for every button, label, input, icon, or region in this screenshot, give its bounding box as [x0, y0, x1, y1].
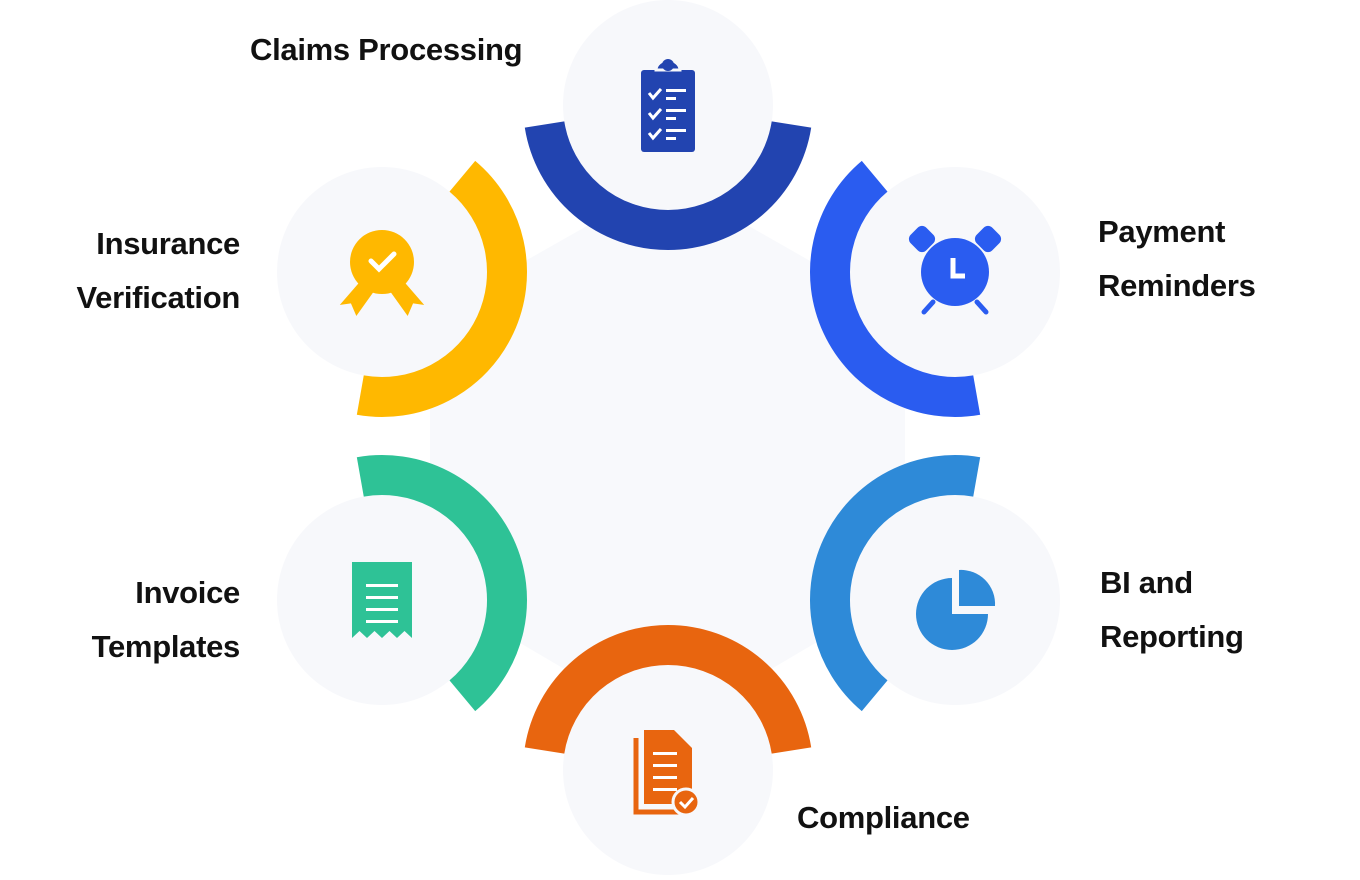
node-circle — [850, 495, 1060, 705]
arc-payment — [810, 160, 981, 417]
label-line: Insurance — [96, 226, 240, 261]
label-line: Verification — [76, 280, 240, 315]
arc-bi — [810, 455, 981, 712]
label-compliance: Compliance — [797, 791, 970, 845]
node-compliance — [524, 625, 812, 875]
label-bi-reporting: BI and Reporting — [1100, 556, 1244, 664]
clipboard-check-icon — [641, 58, 695, 152]
label-line: Reminders — [1098, 268, 1256, 303]
arc-compliance — [524, 625, 812, 754]
arc-insurance — [356, 160, 527, 417]
center-hexagon — [430, 180, 905, 730]
label-line: Compliance — [797, 800, 970, 835]
node-payment — [810, 160, 1060, 417]
label-line: Invoice — [135, 575, 240, 610]
pie-chart-icon — [916, 569, 996, 650]
label-line: Templates — [91, 629, 241, 664]
award-badge-icon — [332, 230, 432, 323]
alarm-clock-icon — [908, 225, 1002, 315]
label-claims-processing: Claims Processing — [250, 23, 523, 77]
label-line: BI and — [1100, 565, 1193, 600]
label-invoice-templates: Invoice Templates — [91, 566, 241, 674]
document-check-icon — [633, 730, 701, 817]
label-insurance-verification: Insurance Verification — [76, 217, 240, 325]
node-claims — [524, 0, 812, 250]
node-insurance — [277, 160, 527, 417]
label-line: Payment — [1098, 214, 1226, 249]
node-invoice — [277, 455, 527, 712]
label-line: Claims Processing — [250, 32, 523, 67]
arc-claims — [524, 121, 812, 250]
label-line: Reporting — [1100, 619, 1244, 654]
node-bi — [810, 455, 1060, 712]
receipt-icon — [352, 562, 412, 638]
label-payment-reminders: Payment Reminders — [1098, 205, 1256, 313]
arc-invoice — [356, 455, 527, 712]
